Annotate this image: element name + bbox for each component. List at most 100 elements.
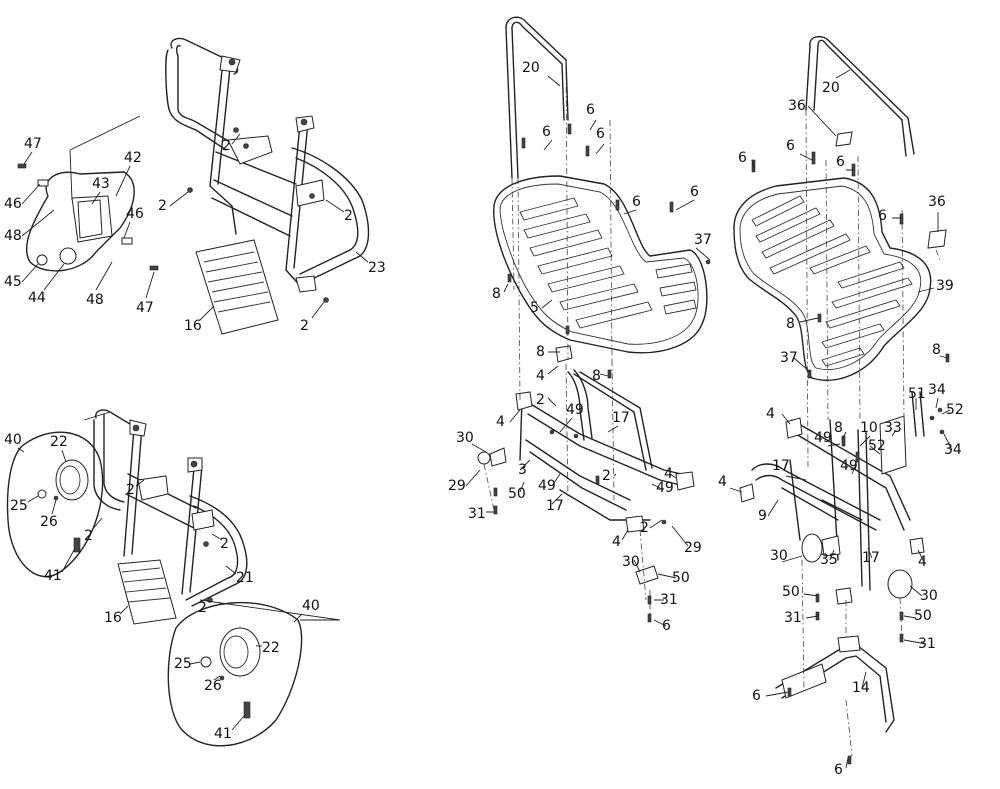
callout: 20 — [822, 80, 840, 96]
callout: 29 — [448, 478, 466, 494]
callout: 4 — [612, 534, 621, 550]
callout: 2 — [158, 198, 167, 214]
callout: 47 — [24, 136, 42, 152]
callout: 39 — [936, 278, 954, 294]
callout: 2 — [126, 482, 135, 498]
callout: 2 — [640, 520, 649, 536]
callout: 52 — [946, 402, 964, 418]
callout: 50 — [672, 570, 690, 586]
callout: 21 — [236, 570, 254, 586]
callout: 6 — [752, 688, 761, 704]
callout: 2 — [84, 528, 93, 544]
front-guard-lights-assembly — [6, 409, 341, 747]
skid-plate — [195, 239, 279, 335]
callout: 31 — [660, 592, 678, 608]
callout: 30 — [770, 548, 788, 564]
callout: 34 — [944, 442, 962, 458]
callout: 31 — [918, 636, 936, 652]
callout: 6 — [690, 184, 699, 200]
light-pod-right — [167, 601, 303, 747]
callout: 37 — [694, 232, 712, 248]
callout: 8 — [834, 420, 843, 436]
callout: 4 — [766, 406, 775, 422]
callout: 45 — [4, 274, 22, 290]
callout: 44 — [28, 290, 46, 306]
callout: 48 — [86, 292, 104, 308]
callout: 46 — [126, 206, 144, 222]
callout: 6 — [834, 762, 843, 778]
callout: 40 — [4, 432, 22, 448]
callout: 25 — [10, 498, 28, 514]
callout: 50 — [782, 584, 800, 600]
callout: 4 — [496, 414, 505, 430]
callout: 31 — [784, 610, 802, 626]
callout: 17 — [862, 550, 880, 566]
callout: 36 — [928, 194, 946, 210]
callout: 22 — [262, 640, 280, 656]
callout: 49 — [538, 478, 556, 494]
callout: 41 — [44, 568, 62, 584]
callout: 5 — [530, 300, 539, 316]
callout: 8 — [932, 342, 941, 358]
callout: 43 — [92, 176, 110, 192]
callout: 48 — [4, 228, 22, 244]
callouts-rear-rack-a: 20 6 6 6 6 6 37 8 5 8 4 8 2 49 17 30 29 … — [448, 60, 712, 634]
callout: 4 — [664, 466, 673, 482]
callout: 30 — [456, 430, 474, 446]
callout: 16 — [184, 318, 202, 334]
callout: 22 — [50, 434, 68, 450]
callout: 52 — [868, 438, 886, 454]
callouts-front-guard: 47 46 48 45 44 48 47 43 42 46 2 2 2 16 2… — [4, 133, 386, 334]
callout: 49 — [656, 480, 674, 496]
callout: 40 — [302, 598, 320, 614]
callout: 23 — [368, 260, 386, 276]
callout: 30 — [622, 554, 640, 570]
callout: 9 — [758, 508, 767, 524]
callout: 6 — [878, 208, 887, 224]
callout: 2 — [602, 468, 611, 484]
callout: 6 — [836, 154, 845, 170]
callout: 37 — [780, 350, 798, 366]
callout: 17 — [772, 458, 790, 474]
callout: 42 — [124, 150, 142, 166]
rear-rack-a-assembly — [477, 16, 711, 623]
callouts-rear-rack-b: 20 36 6 6 6 6 36 8 39 37 8 4 8 10 49 52 … — [718, 69, 964, 778]
callout: 6 — [542, 124, 551, 140]
callout: 49 — [566, 402, 584, 418]
callout: 2 — [536, 392, 545, 408]
callout: 50 — [508, 486, 526, 502]
callout: 2 — [220, 536, 229, 552]
rack-slots — [751, 195, 913, 367]
lamp-assembly — [17, 115, 159, 272]
skid-plate — [117, 559, 177, 625]
callout: 47 — [136, 300, 154, 316]
callout: 41 — [214, 726, 232, 742]
callout: 35 — [820, 552, 838, 568]
callout: 17 — [612, 410, 630, 426]
callout: 8 — [492, 286, 501, 302]
callout: 17 — [546, 498, 564, 514]
callout: 6 — [786, 138, 795, 154]
callout: 4 — [718, 474, 727, 490]
callout: 2 — [198, 600, 207, 616]
callout: 4 — [918, 554, 927, 570]
callout: 26 — [204, 678, 222, 694]
callout: 6 — [662, 618, 671, 634]
callout: 3 — [518, 462, 527, 478]
callouts-front-guard-lights: 40 22 25 26 41 2 2 2 2 21 16 40 22 25 26… — [4, 432, 320, 742]
callout: 6 — [586, 102, 595, 118]
callout: 31 — [468, 506, 486, 522]
callout: 6 — [596, 126, 605, 142]
callout: 33 — [884, 420, 902, 436]
callout: 2 — [222, 138, 231, 154]
callout: 36 — [788, 98, 806, 114]
callout: 6 — [632, 194, 641, 210]
callout: 51 — [908, 386, 926, 402]
callout: 10 — [860, 420, 878, 436]
callout: 46 — [4, 196, 22, 212]
callout: 49 — [814, 430, 832, 446]
front-guard-assembly — [17, 37, 370, 335]
callout: 25 — [174, 656, 192, 672]
callout: 2 — [300, 318, 309, 334]
